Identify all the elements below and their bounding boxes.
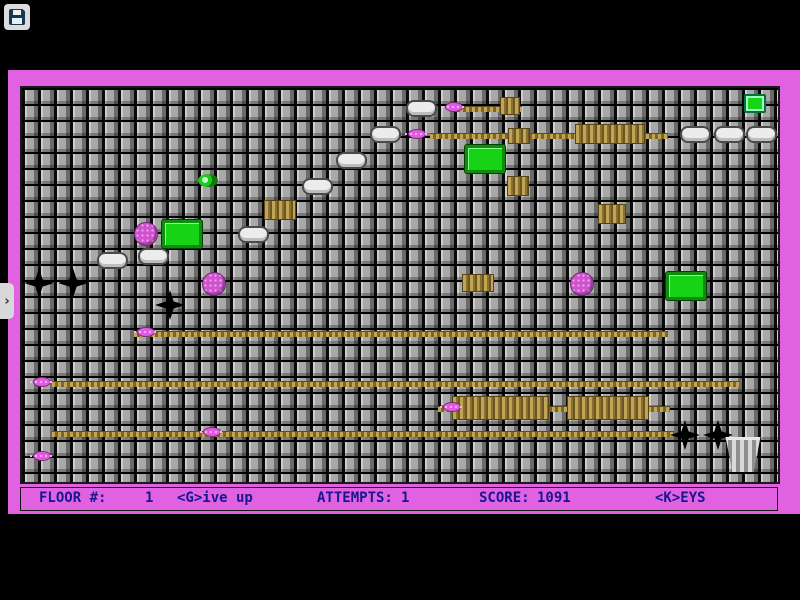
attempts-label: ATTEMPTS:	[317, 490, 393, 506]
ball-sprite	[202, 272, 226, 296]
score-value: 1091	[537, 490, 571, 506]
ladder-sprite	[507, 176, 529, 196]
save-button[interactable]	[4, 4, 30, 30]
floor-label: FLOOR #:	[39, 490, 107, 506]
ball-sprite	[570, 272, 594, 296]
capsule-sprite	[97, 252, 128, 269]
status-bar: FLOOR #: 1 <G>ive up ATTEMPTS: 1 SCORE: …	[20, 487, 778, 511]
keys-hint: <K>EYS	[655, 490, 706, 506]
score-label: SCORE:	[479, 490, 530, 506]
rope	[438, 406, 670, 412]
green-block-sprite	[666, 272, 706, 300]
capsule-sprite	[138, 248, 169, 265]
ball-sprite	[134, 222, 158, 246]
save-icon	[9, 9, 25, 25]
green-block-sprite	[465, 145, 505, 173]
capsule-sprite	[714, 126, 745, 143]
capsule-sprite	[302, 178, 333, 195]
ladder-sprite	[598, 204, 626, 224]
floor-value: 1	[145, 490, 154, 506]
rope	[454, 106, 522, 112]
spider-sprite	[405, 128, 429, 140]
star-sprite	[58, 268, 88, 298]
fly-sprite	[198, 174, 218, 187]
spider-sprite	[134, 326, 158, 338]
sidebar-expander[interactable]: ›	[0, 283, 14, 319]
star-sprite	[155, 290, 185, 320]
capsule-sprite	[336, 152, 367, 169]
ladder-sprite	[567, 396, 649, 420]
spider-sprite	[200, 426, 224, 438]
rope	[52, 381, 740, 387]
rope	[134, 331, 668, 337]
star-sprite	[24, 268, 54, 298]
spider-sprite	[30, 376, 54, 388]
capsule-sprite	[680, 126, 711, 143]
star-sprite	[670, 420, 700, 450]
rope	[430, 133, 668, 139]
give-up-hint: <G>ive up	[177, 490, 253, 506]
rope	[52, 431, 674, 437]
bucket-sprite	[725, 437, 761, 472]
attempts-value: 1	[401, 490, 410, 506]
game-window: FLOOR #: 1 <G>ive up ATTEMPTS: 1 SCORE: …	[8, 70, 800, 514]
ladder-sprite	[264, 200, 296, 220]
ladder-sprite	[575, 124, 645, 144]
spider-sprite	[30, 450, 54, 462]
ladder-sprite	[508, 128, 530, 144]
capsule-sprite	[238, 226, 269, 243]
spider-sprite	[440, 401, 464, 413]
capsule-sprite	[406, 100, 437, 117]
exit-item-sprite	[744, 94, 766, 113]
ladder-sprite	[462, 274, 494, 292]
capsule-sprite	[746, 126, 777, 143]
ladder-sprite	[452, 396, 549, 420]
spider-sprite	[442, 101, 466, 113]
floppy-shutter	[13, 10, 21, 15]
ladder-sprite	[500, 97, 520, 115]
capsule-sprite	[370, 126, 401, 143]
floppy-label	[12, 18, 22, 24]
chevron-right-icon: ›	[4, 293, 10, 309]
game-field	[20, 86, 780, 484]
green-block-sprite	[162, 220, 202, 248]
